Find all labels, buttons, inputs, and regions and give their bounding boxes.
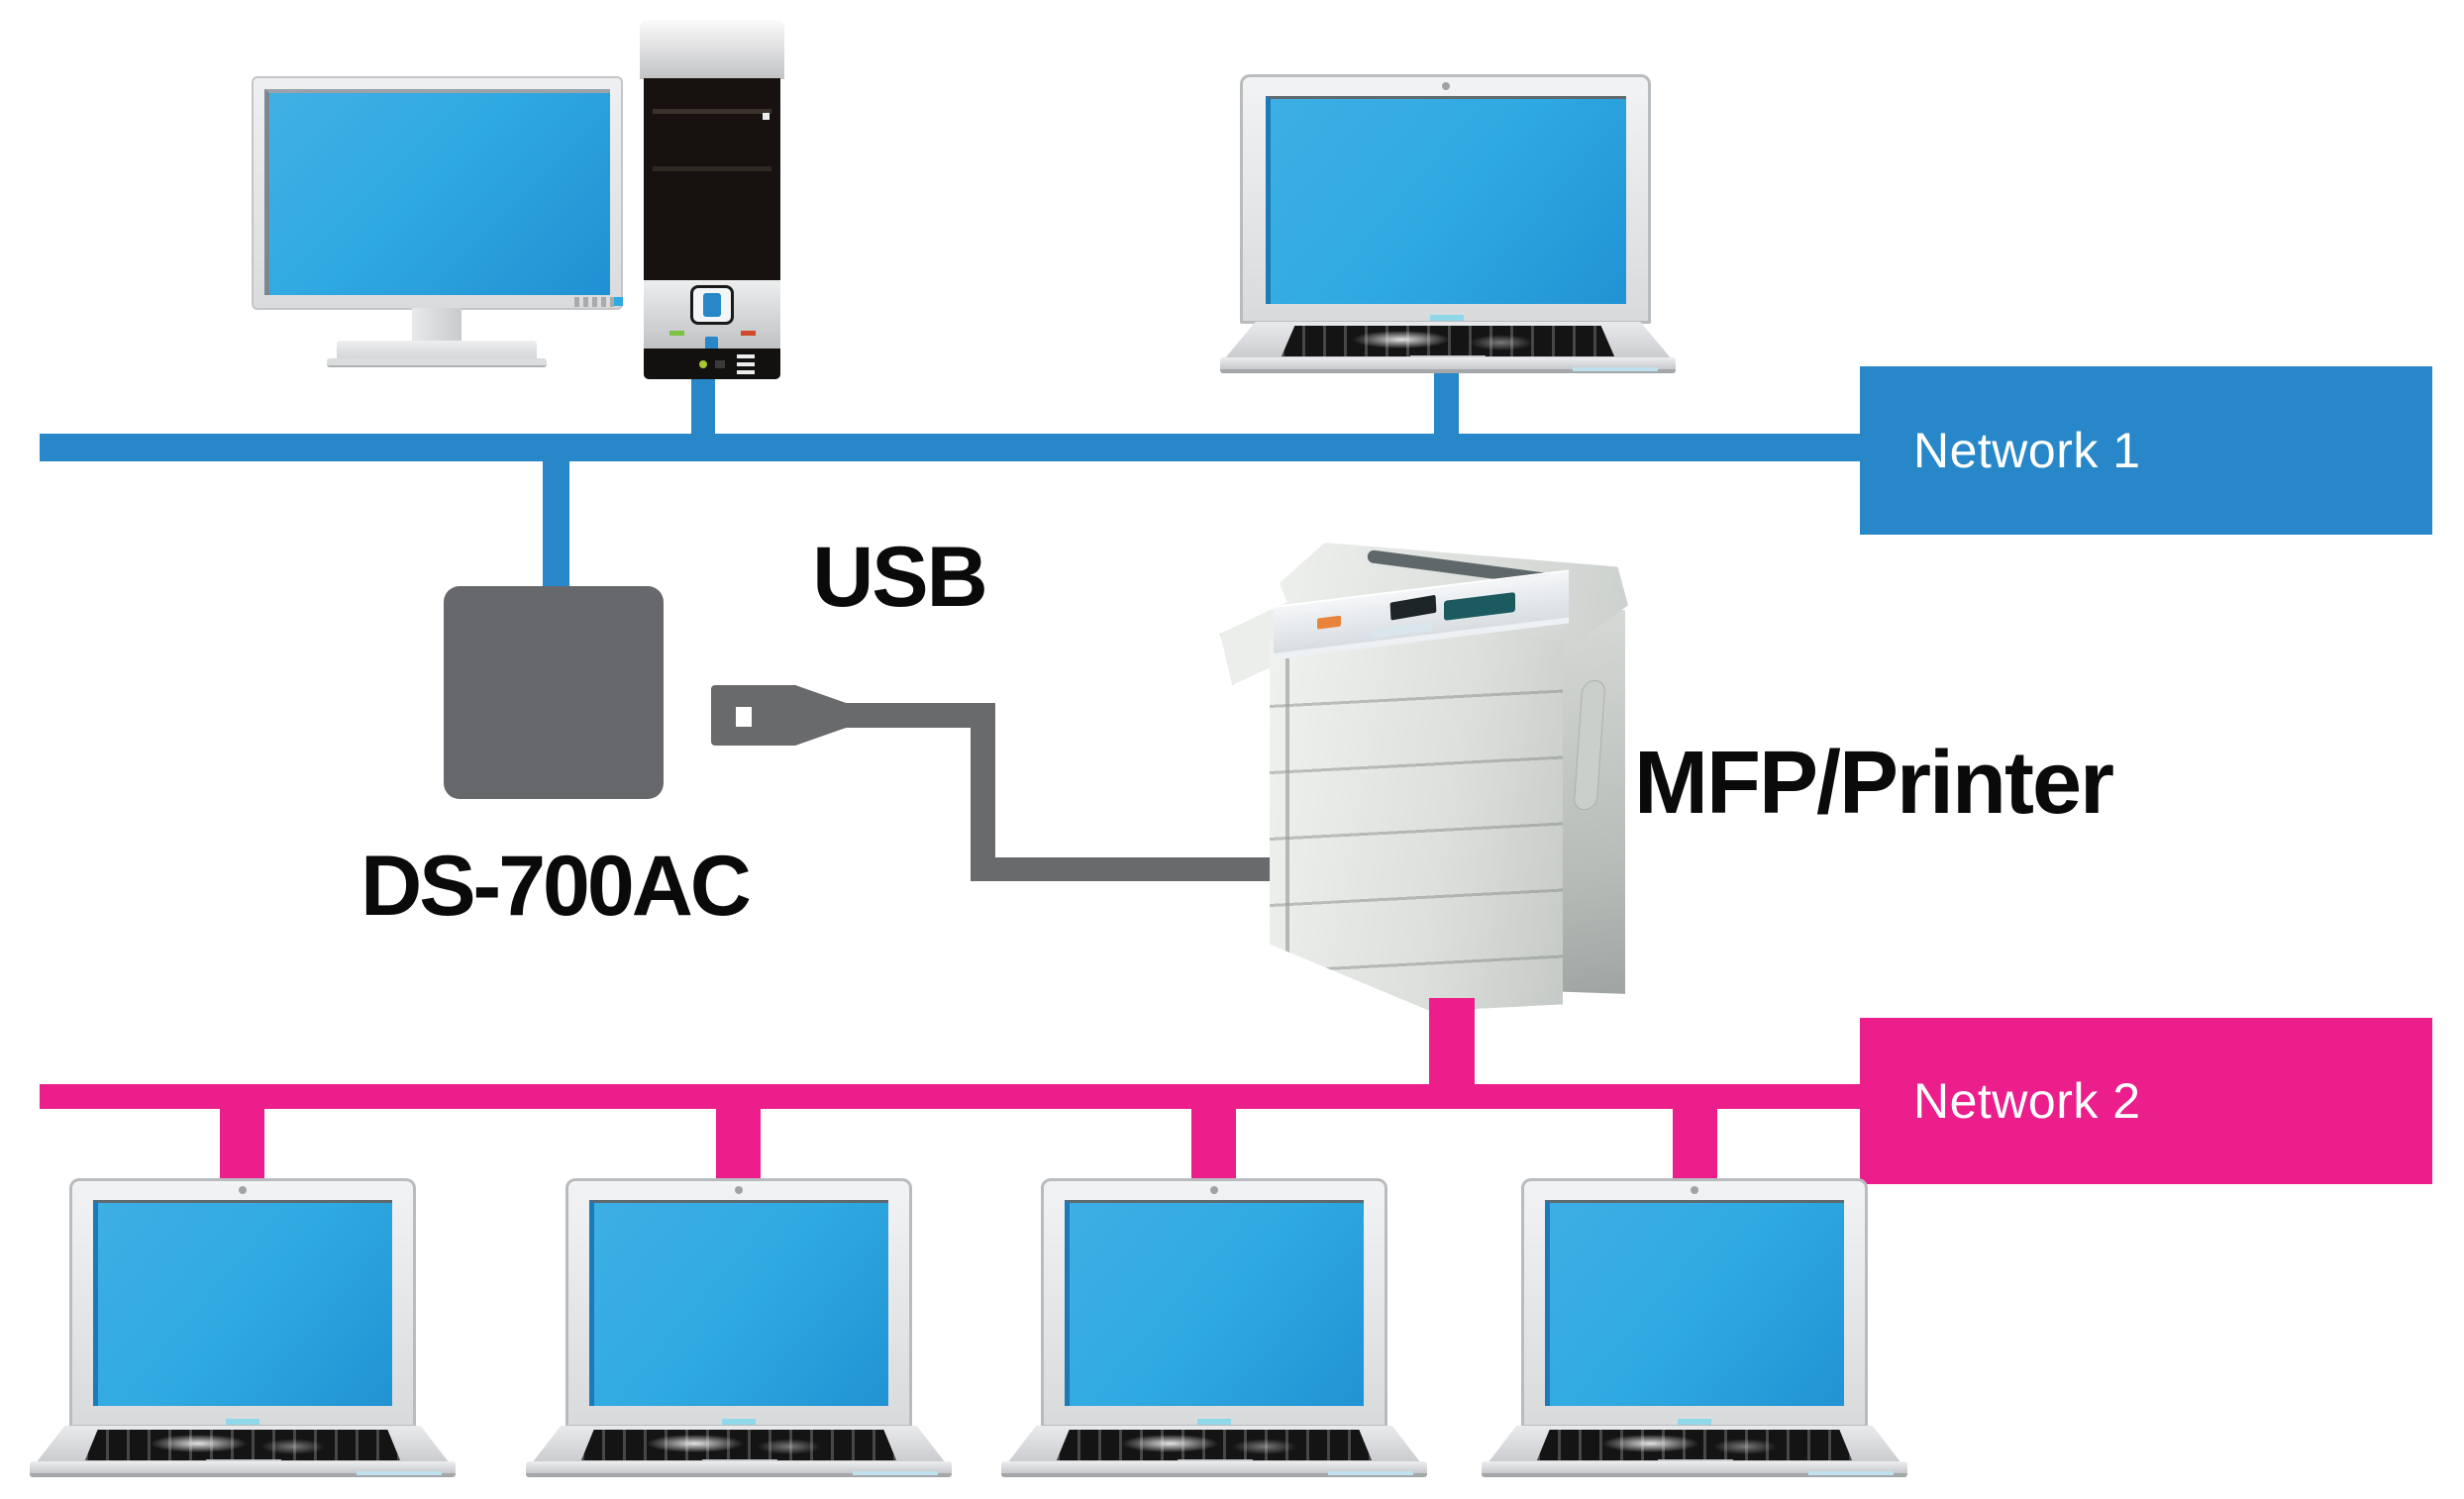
laptop-icon (30, 1178, 456, 1477)
printer-side-face (1562, 586, 1625, 1004)
network1-link-desktop (691, 377, 715, 435)
usb-cable-segment-2 (971, 703, 995, 881)
monitor-logo-dot (614, 297, 623, 306)
network1-label: Network 1 (1913, 423, 2141, 478)
laptop-base (30, 1461, 456, 1477)
usb-cable-segment-1 (844, 703, 995, 728)
laptop-screen (1266, 96, 1626, 304)
monitor-stand-base-lip (327, 358, 547, 367)
laptop-icon (1001, 1178, 1427, 1477)
network2-link-laptop1 (220, 1106, 264, 1182)
laptop-base-accent (1808, 1471, 1894, 1475)
laptop-icon (1482, 1178, 1907, 1477)
network1-link-adapter (543, 459, 569, 588)
printer-power-button (1317, 615, 1341, 630)
network2-bus-line (40, 1084, 1860, 1109)
laptop-camera-dot (735, 1186, 743, 1194)
tower-brand-logo (737, 354, 755, 374)
tower-top-cap (640, 20, 784, 79)
network2-link-laptop3 (1191, 1106, 1236, 1182)
usb-label: USB (812, 530, 988, 625)
laptop-keyboard-keys (1537, 1430, 1852, 1460)
laptop-base (1482, 1461, 1907, 1477)
network2-link-laptop4 (1673, 1106, 1717, 1182)
laptop-hinge-accent (226, 1419, 259, 1425)
laptop-icon (1220, 74, 1676, 373)
laptop-hinge-accent (722, 1419, 756, 1425)
tower-led-red (741, 331, 756, 336)
printer-front-face (1270, 626, 1563, 1020)
laptop-screen (1065, 1200, 1364, 1406)
usb-plug-notch (736, 707, 752, 727)
laptop-hinge-accent (1678, 1419, 1711, 1425)
printer-keypad (1389, 594, 1437, 621)
monitor-stand-neck (412, 308, 462, 344)
tower-power-emblem-core (703, 293, 721, 317)
laptop-base-accent (1328, 1471, 1413, 1475)
monitor-stand-base (337, 341, 537, 362)
laptop-hinge-accent (1197, 1419, 1231, 1425)
laptop-base (1220, 357, 1676, 373)
laptop-screen (93, 1200, 392, 1406)
printer-side-vent (1573, 679, 1605, 811)
laptop-keyboard-keys (581, 1430, 896, 1460)
tower-bottom-led (699, 360, 707, 368)
tower-bottom-band (644, 349, 780, 379)
network1-label-box: Network 1 (1860, 366, 2432, 535)
laptop-keyboard-keys (1282, 326, 1614, 356)
network2-label-box: Network 2 (1860, 1018, 2432, 1184)
ds-700ac-device (444, 586, 664, 799)
laptop-camera-dot (1210, 1186, 1218, 1194)
printer-display (1444, 592, 1515, 621)
laptop-base-accent (357, 1471, 442, 1475)
mfp-printer-label: MFP/Printer (1634, 734, 2114, 833)
laptop-base (1001, 1461, 1427, 1477)
tower-eject-button (763, 113, 770, 120)
monitor-logo (574, 297, 614, 307)
monitor-screen (264, 89, 610, 295)
printer-panel-strip (1373, 622, 1432, 639)
usb-plug-neck (795, 685, 847, 746)
laptop-hinge-accent (1430, 315, 1464, 321)
network1-bus-line (40, 434, 1860, 461)
network1-link-laptop (1434, 364, 1459, 435)
laptop-keyboard-keys (85, 1430, 400, 1460)
laptop-base-accent (853, 1471, 938, 1475)
laptop-icon (526, 1178, 952, 1477)
laptop-base-accent (1573, 367, 1658, 371)
laptop-camera-dot (1442, 82, 1450, 90)
network2-link-laptop2 (716, 1106, 761, 1182)
printer-door-handle (1285, 658, 1289, 955)
tower-led-green (669, 331, 684, 336)
laptop-screen (1545, 1200, 1844, 1406)
laptop-keyboard-keys (1057, 1430, 1372, 1460)
laptop-screen (589, 1200, 888, 1406)
tower-drive-bay (653, 109, 771, 114)
usb-plug-icon (711, 685, 796, 746)
tower-drive-bay-2 (653, 166, 771, 171)
laptop-camera-dot (239, 1186, 247, 1194)
usb-cable-segment-3 (971, 857, 1270, 881)
tower-bottom-port (715, 360, 725, 368)
laptop-camera-dot (1691, 1186, 1698, 1194)
ds-700ac-label: DS-700AC (360, 839, 752, 934)
network2-label: Network 2 (1913, 1073, 2141, 1129)
laptop-base (526, 1461, 952, 1477)
network2-link-printer (1429, 998, 1475, 1087)
